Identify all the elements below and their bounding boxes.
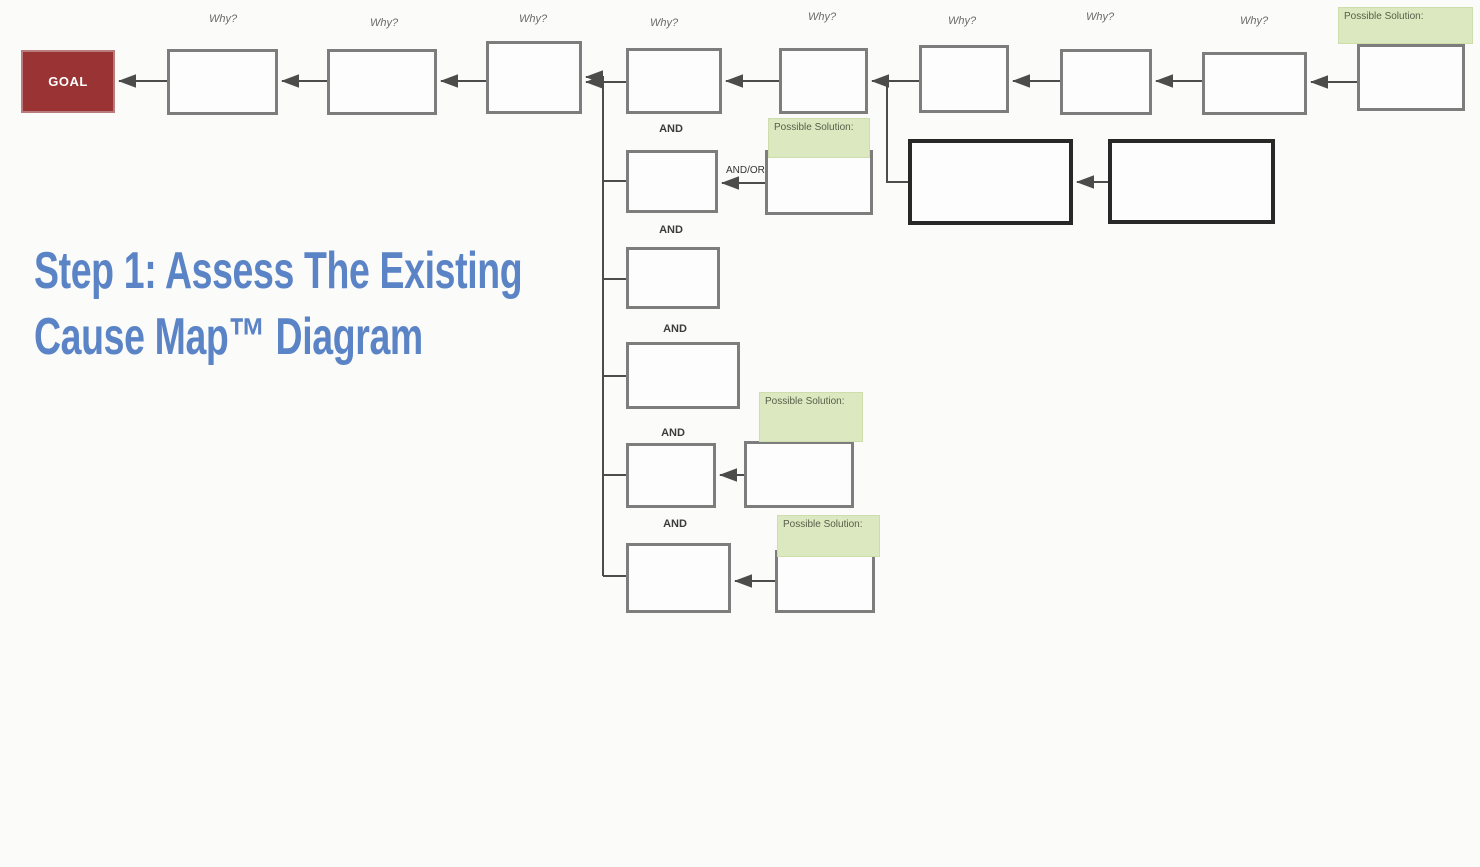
and-label: AND (663, 323, 687, 335)
cause-box-7 (1060, 49, 1152, 115)
and-cause-box-3 (626, 342, 740, 409)
possible-solution-label: Possible Solution: (765, 396, 845, 407)
solution-cause-box-1 (765, 150, 873, 215)
possible-solution-note-2: Possible Solution: (768, 118, 870, 158)
cause-box-1 (167, 49, 278, 115)
goal-label: GOAL (48, 74, 88, 89)
and-cause-box-2 (626, 247, 720, 309)
cause-box-9 (1357, 44, 1465, 111)
cause-box-5 (779, 48, 868, 114)
why-label: Why? (807, 11, 837, 23)
and-label: AND (663, 518, 687, 530)
and-label: AND (659, 123, 683, 135)
why-label: Why? (1239, 15, 1269, 27)
possible-solution-note-1: Possible Solution: (1338, 7, 1473, 44)
why-label: Why? (518, 13, 548, 25)
possible-solution-label: Possible Solution: (783, 519, 863, 530)
goal-box: GOAL (21, 50, 115, 113)
and-cause-box-1 (626, 150, 718, 213)
why-label: Why? (369, 17, 399, 29)
page-title-line2: Cause Map™ Diagram (34, 308, 423, 366)
and-label: AND (659, 224, 683, 236)
and-label: AND (661, 427, 685, 439)
possible-solution-note-3: Possible Solution: (759, 392, 863, 442)
possible-solution-label: Possible Solution: (1344, 11, 1424, 22)
why-label: Why? (208, 13, 238, 25)
and-cause-box-4 (626, 443, 716, 508)
cause-box-6 (919, 45, 1009, 113)
and-or-label: AND/OR (726, 165, 765, 176)
why-label: Why? (947, 15, 977, 27)
solution-cause-box-3 (775, 550, 875, 613)
cause-box-4 (626, 48, 722, 114)
solution-cause-box-2 (744, 441, 854, 508)
emphasis-box-1 (908, 139, 1073, 225)
page-title-line1: Step 1: Assess The Existing (34, 242, 523, 300)
why-label: Why? (1085, 11, 1115, 23)
possible-solution-note-4: Possible Solution: (777, 515, 880, 557)
and-cause-box-5 (626, 543, 731, 613)
emphasis-box-2 (1108, 139, 1275, 224)
cause-box-2 (327, 49, 437, 115)
cause-box-8 (1202, 52, 1307, 115)
cause-box-3 (486, 41, 582, 114)
possible-solution-label: Possible Solution: (774, 122, 854, 133)
why-label: Why? (649, 17, 679, 29)
page-title: Step 1: Assess The Existing Cause Map™ D… (34, 238, 712, 370)
